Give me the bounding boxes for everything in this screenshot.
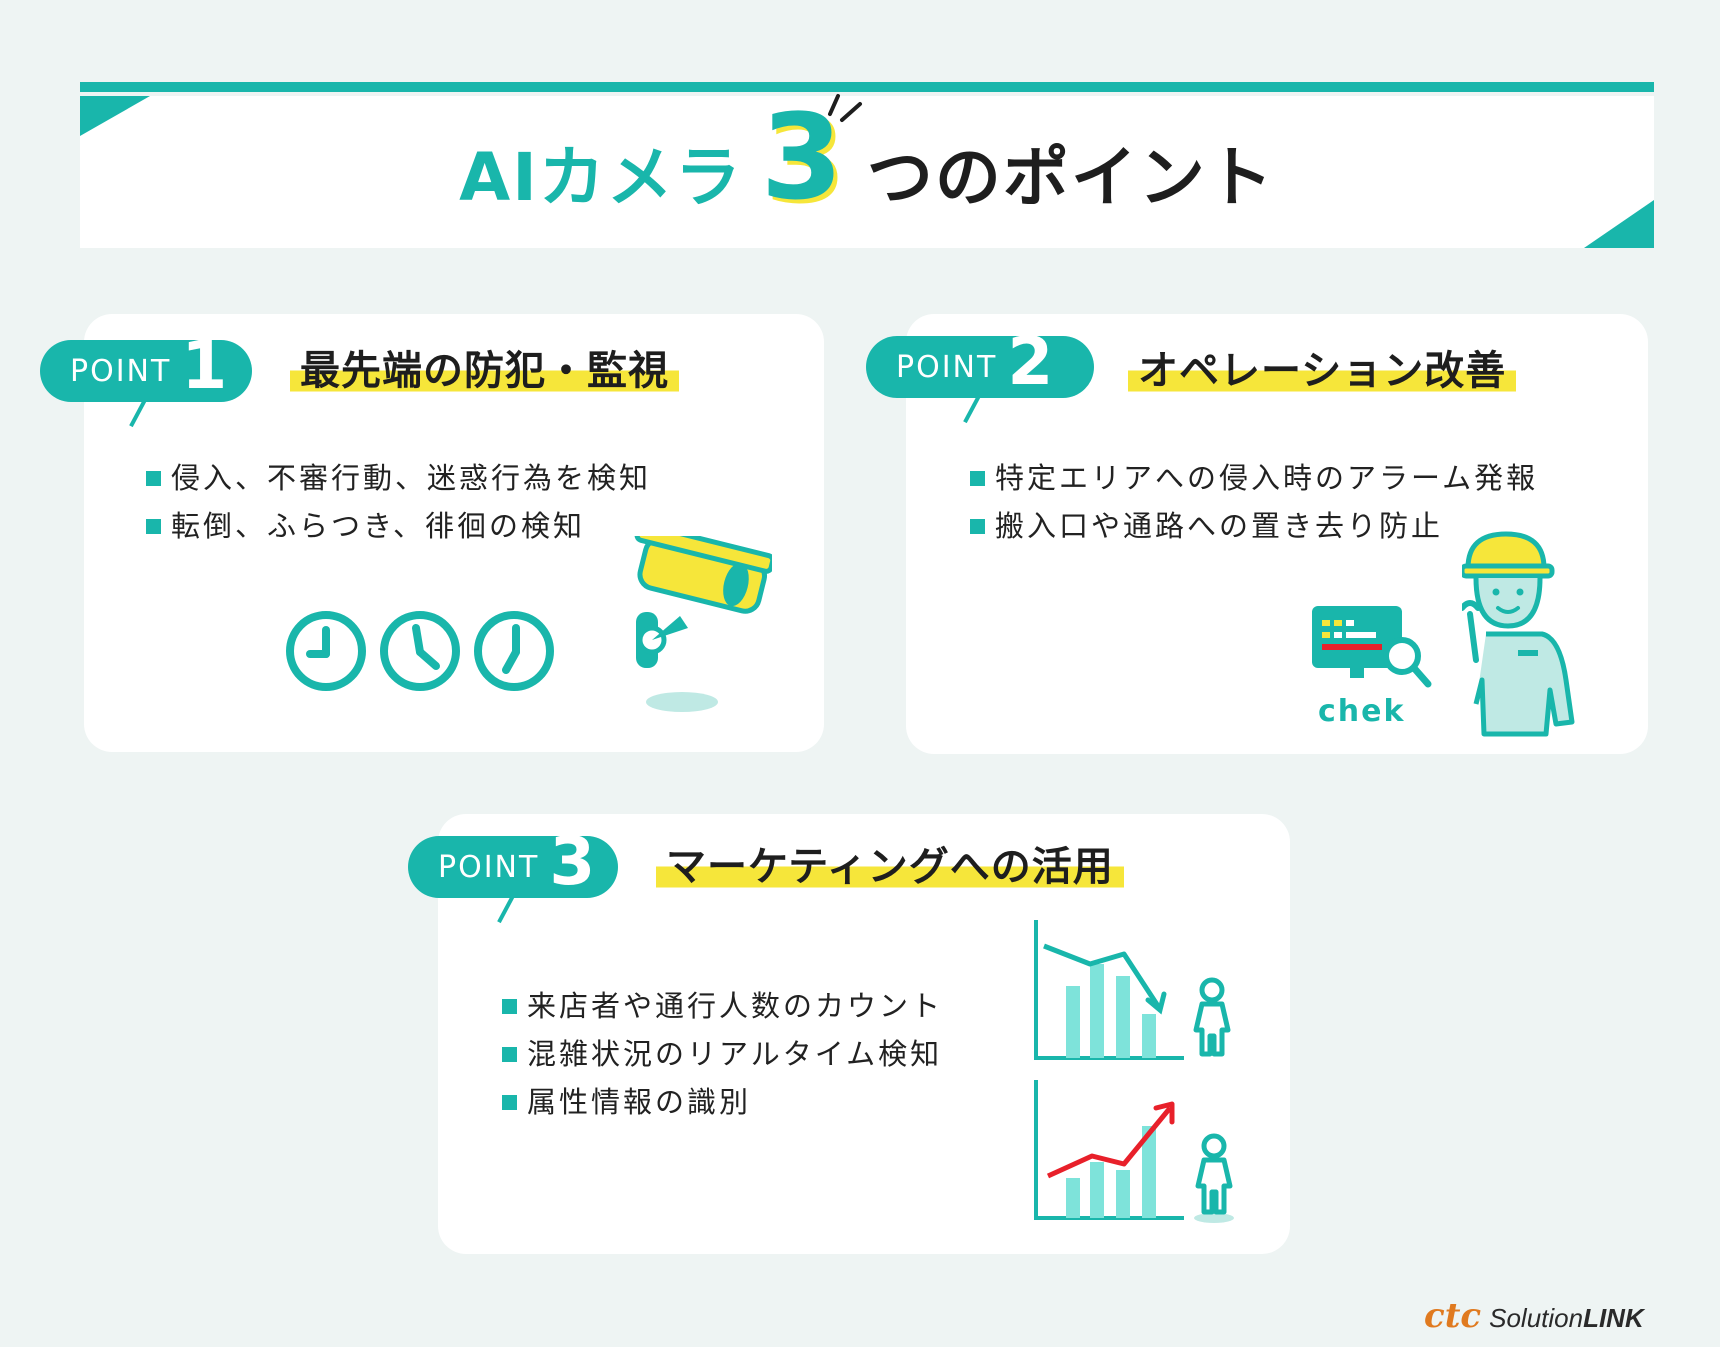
point-2-number: 2 — [1007, 323, 1054, 400]
clocks-illustration — [286, 611, 554, 691]
list-item: 来店者や通行人数のカウント — [502, 982, 943, 1030]
bullet-square — [146, 470, 161, 486]
page-title: AIカメラ 3 つのポイント — [80, 96, 1654, 248]
banner-top-line — [80, 82, 1654, 92]
bullet-square — [970, 470, 985, 486]
point-1-heading: 最先端の防犯・監視 — [290, 338, 679, 396]
point-1-number: 1 — [181, 327, 228, 404]
person-icon — [1193, 977, 1231, 1057]
title-prefix: AIカメラ — [459, 139, 743, 216]
bullet-square — [970, 518, 985, 534]
logo-solution: Solution — [1489, 1303, 1584, 1333]
brand-logo: ctc Solution LINK — [1424, 1296, 1644, 1336]
point-2-heading: オペレーション改善 — [1128, 338, 1517, 396]
clock-icon — [474, 611, 554, 691]
clock-icon — [286, 611, 366, 691]
point-3-label: POINT — [438, 849, 540, 885]
magnifier-icon — [1383, 637, 1432, 688]
bullet-square — [502, 998, 517, 1014]
wrench-icon — [1462, 600, 1481, 663]
list-item: 搬入口や通路への置き去り防止 — [970, 502, 1538, 550]
bullet-square — [502, 1094, 517, 1110]
banner-corner-left — [80, 96, 150, 136]
list-item: 特定エリアへの侵入時のアラーム発報 — [970, 454, 1538, 502]
point-2-label: POINT — [896, 349, 998, 385]
point-3-heading: マーケティングへの活用 — [656, 834, 1124, 892]
point-2-list: 特定エリアへの侵入時のアラーム発報 搬入口や通路への置き去り防止 — [970, 454, 1538, 550]
bar-chart-up-icon — [1034, 1080, 1234, 1223]
banner-corner-right — [1584, 200, 1654, 248]
title-number: 3 — [760, 88, 845, 226]
point-1-badge: POINT 1 — [40, 333, 252, 402]
point-3-number: 3 — [549, 823, 596, 900]
title-suffix: つのポイント — [866, 139, 1275, 216]
point-1-label: POINT — [70, 353, 172, 389]
list-item: 混雑状況のリアルタイム検知 — [502, 1030, 943, 1078]
bullet-square — [502, 1046, 517, 1062]
title-banner: AIカメラ 3 つのポイント — [80, 96, 1654, 248]
point-3-list: 来店者や通行人数のカウント 混雑状況のリアルタイム検知 属性情報の識別 — [502, 982, 943, 1126]
list-item: 転倒、ふらつき、徘徊の検知 — [146, 502, 651, 550]
clock-icon — [380, 611, 460, 691]
list-item: 侵入、不審行動、迷惑行為を検知 — [146, 454, 651, 502]
bar-chart-down-icon — [1034, 920, 1231, 1060]
bullet-square — [146, 518, 161, 534]
logo-ctc: ctc — [1424, 1296, 1482, 1336]
monitor-label: chek — [1318, 694, 1406, 729]
monitor-icon — [1312, 606, 1432, 688]
list-item: 属性情報の識別 — [502, 1078, 943, 1126]
point-3-badge: POINT 3 — [408, 829, 618, 898]
sparkle-icon — [828, 94, 862, 122]
point-2-badge: POINT 2 — [866, 329, 1094, 398]
security-camera-icon — [634, 536, 772, 712]
person-icon — [1195, 1133, 1233, 1215]
logo-link: LINK — [1583, 1303, 1644, 1333]
point-1-list: 侵入、不審行動、迷惑行為を検知 転倒、ふらつき、徘徊の検知 — [146, 454, 651, 550]
worker-icon — [1462, 531, 1575, 737]
